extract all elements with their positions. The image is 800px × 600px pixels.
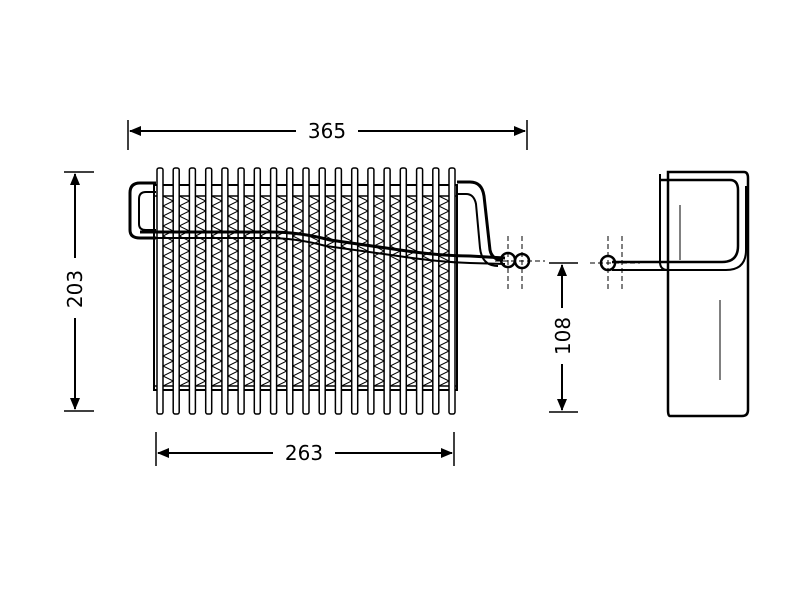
dimension-label-203: 203 [63, 270, 87, 308]
left-header-loop [128, 181, 156, 240]
side-view [590, 170, 750, 418]
side-body [666, 170, 750, 418]
dimension-height: 203 [63, 171, 94, 412]
tube-columns [156, 167, 456, 415]
dimension-label-365: 365 [308, 119, 346, 143]
crossing-pipe [140, 230, 506, 260]
front-view [128, 167, 545, 415]
dimension-core-width: 263 [155, 432, 455, 466]
pipe-fittings [495, 236, 545, 292]
dimension-pipe-height: 108 [549, 262, 578, 413]
dimension-label-108: 108 [551, 317, 575, 355]
evaporator-core [153, 167, 458, 415]
dimension-label-263: 263 [285, 441, 323, 465]
side-pipe-loop [612, 178, 740, 264]
dimension-overall-width: 365 [127, 119, 528, 150]
